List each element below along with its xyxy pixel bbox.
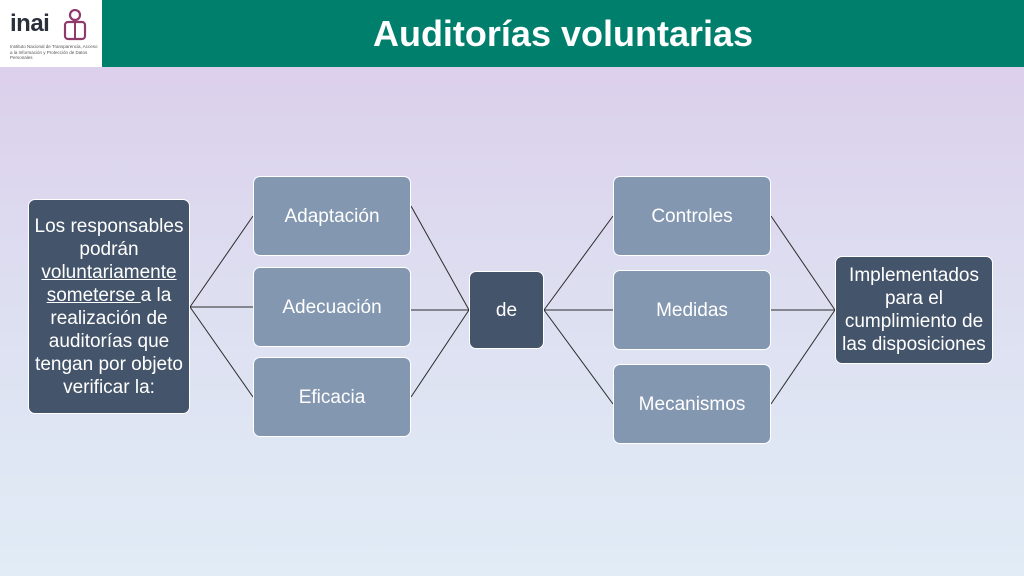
source-text-after: a la realización de auditorías que tenga… (35, 284, 183, 398)
logo-text: inai (10, 10, 50, 37)
source-text-underlined: voluntariamente someterse (41, 261, 177, 306)
logo: inai Instituto Nacional de Transparencia… (0, 0, 102, 67)
logo-subtitle: Instituto Nacional de Transparencia, Acc… (10, 44, 98, 60)
source-text-before: Los responsables podrán (34, 215, 184, 260)
node-eficacia: Eficacia (253, 357, 411, 437)
connector-line (543, 309, 614, 405)
target-node: Implementados para el cumplimiento de la… (835, 256, 993, 364)
source-node: Los responsables podrán voluntariamente … (28, 199, 190, 414)
node-de: de (469, 271, 544, 349)
connector-line (410, 309, 470, 398)
logo-mark-icon (63, 9, 87, 41)
page-title: Auditorías voluntarias (372, 12, 754, 54)
node-medidas: Medidas (613, 270, 771, 350)
node-adecuacion: Adecuación (253, 267, 411, 347)
connector-line (543, 215, 614, 311)
connector-line (770, 215, 836, 311)
node-mecanismos: Mecanismos (613, 364, 771, 444)
source-text: Los responsables podrán voluntariamente … (31, 215, 187, 399)
connector-line (189, 306, 254, 398)
connector-line (770, 309, 836, 405)
connector-line (410, 205, 470, 311)
connector-line (189, 215, 254, 308)
header-bar: inai Instituto Nacional de Transparencia… (0, 0, 1024, 67)
node-adaptacion: Adaptación (253, 176, 411, 256)
node-controles: Controles (613, 176, 771, 256)
